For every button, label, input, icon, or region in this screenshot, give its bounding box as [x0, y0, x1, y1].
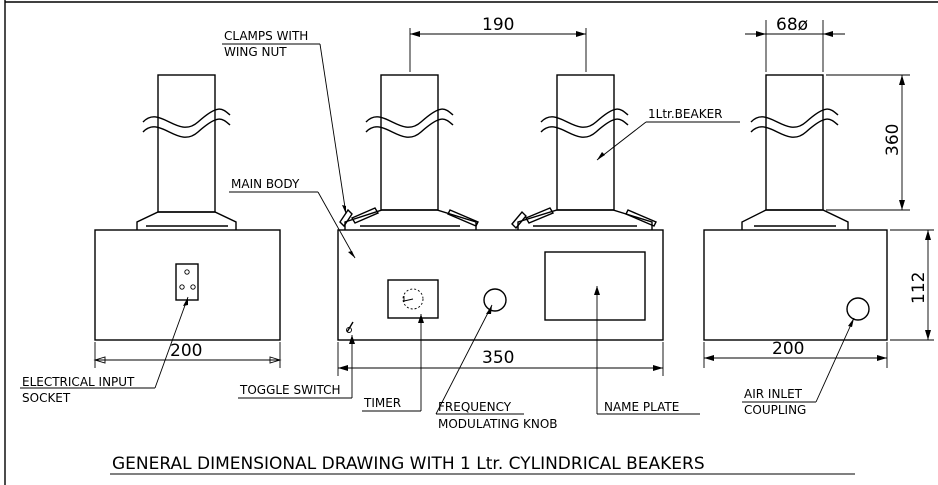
air-inlet-leader — [815, 317, 855, 403]
clamp-icon — [447, 209, 479, 227]
left-break-line-2 — [142, 118, 231, 138]
left-break-line-1 — [142, 108, 231, 128]
timer — [387, 279, 439, 319]
socket-label: SOCKET — [22, 391, 71, 405]
arrowhead-icon — [756, 31, 766, 37]
arrowhead-icon — [594, 286, 600, 295]
wing-nut-label: WING NUT — [224, 45, 287, 59]
arrowhead-icon — [848, 318, 854, 327]
main-body-leader — [317, 191, 356, 259]
clamp-icon — [625, 209, 657, 227]
electrical-input-label: ELECTRICAL INPUT — [22, 375, 135, 389]
socket-pin-icon — [184, 269, 190, 275]
main-body — [337, 229, 664, 341]
socket-pin-icon — [179, 284, 185, 290]
coupling-label: COUPLING — [744, 403, 806, 417]
socket-pin-icon — [190, 284, 196, 290]
clamps-label: CLAMPS WITH — [224, 29, 308, 43]
arrowhead-icon — [348, 251, 355, 258]
arrowhead-icon — [418, 314, 424, 323]
diameter-dim: 68ø — [776, 15, 808, 35]
air-inlet-label: AIR INLET — [744, 387, 803, 401]
arrowhead-icon — [925, 230, 931, 240]
arrowhead-icon — [597, 152, 605, 160]
arrowhead-icon — [823, 31, 833, 37]
frequency-knob — [483, 288, 507, 312]
arrowhead-icon — [183, 297, 188, 306]
arrowhead-icon — [269, 356, 282, 364]
clamp-icon — [339, 208, 353, 228]
right-beaker-base — [741, 209, 849, 230]
arrowhead-icon — [899, 75, 905, 85]
center-beaker-2 — [556, 74, 615, 211]
toggle-switch — [346, 321, 354, 333]
clamp-icon — [511, 210, 527, 230]
frequency-knob-leader — [435, 304, 493, 415]
arrowhead-icon — [486, 305, 492, 314]
body-height-dim: 112 — [909, 272, 929, 304]
frequency-label: FREQUENCY — [438, 400, 512, 414]
beaker-leader — [596, 121, 647, 161]
toggle-switch-label: TOGGLE SWITCH — [239, 383, 341, 397]
right-body — [703, 229, 888, 341]
clamp-icon — [350, 207, 380, 224]
left-beaker-base — [136, 211, 237, 230]
clamp-icon — [524, 207, 555, 224]
arrowhead-icon — [925, 330, 931, 340]
clamps-leader — [319, 43, 347, 215]
beaker-height-dim: 360 — [883, 124, 903, 156]
timer-label: TIMER — [363, 396, 401, 410]
socket-leader — [154, 296, 189, 389]
arrowhead-icon — [338, 365, 348, 371]
arrowhead-icon — [410, 31, 420, 37]
arrowhead-icon — [342, 205, 346, 214]
center-beaker-1 — [380, 74, 439, 211]
right-width-dim: 200 — [772, 339, 804, 359]
arrowhead-icon — [899, 200, 905, 210]
beaker-label: 1Ltr.BEAKER — [648, 107, 722, 121]
left-width-dim: 200 — [170, 341, 202, 361]
right-unit: AIR INLET COUPLING 200 68ø 360 112 — [703, 15, 934, 417]
name-plate-label: NAME PLATE — [604, 400, 679, 414]
name-plate — [544, 251, 646, 321]
arrowhead-icon — [877, 355, 887, 361]
right-beaker — [765, 74, 824, 211]
arrowhead-icon — [93, 356, 106, 364]
timer-dial-icon — [402, 288, 424, 310]
arrowhead-icon — [576, 31, 586, 37]
air-inlet-coupling — [846, 297, 870, 321]
modulating-knob-label: MODULATING KNOB — [438, 417, 558, 431]
left-unit: 200 ELECTRICAL INPUT SOCKET — [20, 74, 282, 405]
center-width-dim: 350 — [482, 348, 514, 368]
drawing-title: GENERAL DIMENSIONAL DRAWING WITH 1 Ltr. … — [112, 454, 705, 474]
main-body-label: MAIN BODY — [231, 177, 300, 191]
left-body — [94, 229, 281, 341]
spacing-dim: 190 — [482, 15, 514, 35]
arrowhead-icon — [349, 335, 355, 344]
arrowhead-icon — [653, 365, 663, 371]
center-unit: 350 190 CLAMPS WITH WING NUT MAIN BODY 1… — [222, 15, 740, 431]
arrowhead-icon — [704, 355, 714, 361]
left-beaker — [157, 74, 216, 213]
